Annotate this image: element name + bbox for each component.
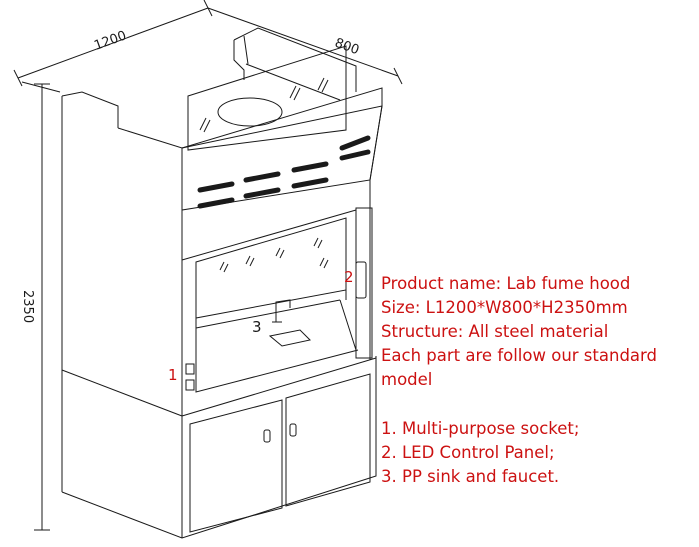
- height-label: 2350: [20, 290, 35, 323]
- product-specs: Product name: Lab fume hood Size: L1200*…: [381, 272, 657, 392]
- callout-2: 2: [344, 268, 354, 286]
- depth-dimension-line: [207, 7, 403, 85]
- side-control-panel: [355, 261, 367, 299]
- base-cabinet: [61, 356, 377, 539]
- vent-slots: [197, 135, 371, 209]
- spec-line: Each part are follow our standard: [381, 346, 657, 365]
- top-duct: [233, 27, 357, 101]
- feature-item: 1. Multi-purpose socket;: [381, 419, 580, 438]
- sockets: [185, 363, 195, 391]
- sink-and-faucet: [268, 299, 312, 347]
- callout-1: 1: [168, 366, 178, 384]
- width-label: 1200: [92, 28, 128, 53]
- height-dimension-line: [34, 83, 50, 531]
- callout-3: 3: [252, 318, 262, 336]
- feature-item: 2. LED Control Panel;: [381, 443, 555, 462]
- depth-label: 800: [333, 36, 361, 59]
- spec-line: model: [381, 370, 433, 389]
- spec-line: Structure: All steel material: [381, 322, 609, 341]
- top-panel: [187, 45, 347, 151]
- feature-item: 3. PP sink and faucet.: [381, 467, 560, 486]
- spec-line: Product name: Lab fume hood: [381, 274, 631, 293]
- work-chamber: [195, 207, 373, 393]
- spec-line: Size: L1200*W800*H2350mm: [381, 298, 628, 317]
- cabinet-body: [61, 87, 383, 417]
- feature-list: 1. Multi-purpose socket; 2. LED Control …: [381, 417, 579, 489]
